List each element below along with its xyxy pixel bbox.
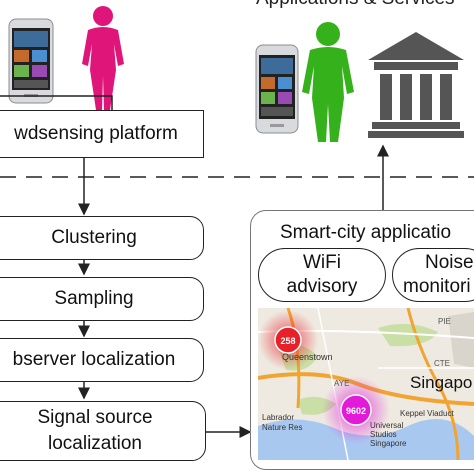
marker2-count: 9602 xyxy=(346,406,366,416)
sampling-label: Sampling xyxy=(54,288,134,310)
sampling-box: Sampling xyxy=(0,277,204,321)
smart-city-title: Smart-city applicatio xyxy=(280,222,452,243)
crowdsensing-platform-box: wdsensing platform xyxy=(0,110,204,158)
noise-line1: Noise xyxy=(425,252,474,274)
wifi-line1: WiFi xyxy=(303,252,341,274)
count-marker-1 xyxy=(274,326,302,354)
signal-source-line1: Signal source xyxy=(37,407,153,429)
map-label-nature-line2: Nature Res xyxy=(262,423,302,432)
map-label-queenstown: Queenstown xyxy=(282,352,333,362)
map-label-universal: Universal Studios Singapore xyxy=(370,421,407,448)
map-label-nature-reserve: Labrador Nature Res xyxy=(262,413,302,432)
map-label-keppel: Keppel Viaduct xyxy=(400,409,454,418)
city-map: 258 9602 Queenstown Singapo AYE CTE PIE … xyxy=(258,308,474,460)
input-connector xyxy=(0,95,113,110)
map-label-singapore: Singapo xyxy=(410,373,472,392)
noise-monitoring-box: Noise monitori xyxy=(392,248,474,302)
clustering-box: Clustering xyxy=(0,216,204,260)
observer-localization-box: bserver localization xyxy=(0,338,204,382)
signal-source-line2: localization xyxy=(48,433,142,454)
map-label-cte: CTE xyxy=(434,359,450,368)
smartphone-icon xyxy=(8,18,54,104)
noise-line2: monitori xyxy=(403,276,471,297)
observer-localization-label: bserver localization xyxy=(12,349,176,371)
platform-label: wdsensing platform xyxy=(14,123,178,145)
map-label-nature-line1: Labrador xyxy=(262,413,294,422)
wifi-advisory-box: WiFi advisory xyxy=(258,248,386,302)
map-label-pie: PIE xyxy=(438,317,451,326)
smartphone-icon xyxy=(255,44,299,134)
count-marker-2 xyxy=(340,394,372,426)
applications-label: Applications & Services xyxy=(256,0,455,10)
marker1-count: 258 xyxy=(280,336,295,346)
wifi-line2: advisory xyxy=(286,276,358,297)
government-building-icon xyxy=(368,32,464,138)
signal-source-localization-box: Signal source localization xyxy=(0,401,206,461)
map-label-aye: AYE xyxy=(334,379,349,388)
person-icon xyxy=(82,6,124,110)
person-icon xyxy=(302,22,354,142)
clustering-label: Clustering xyxy=(51,227,137,249)
